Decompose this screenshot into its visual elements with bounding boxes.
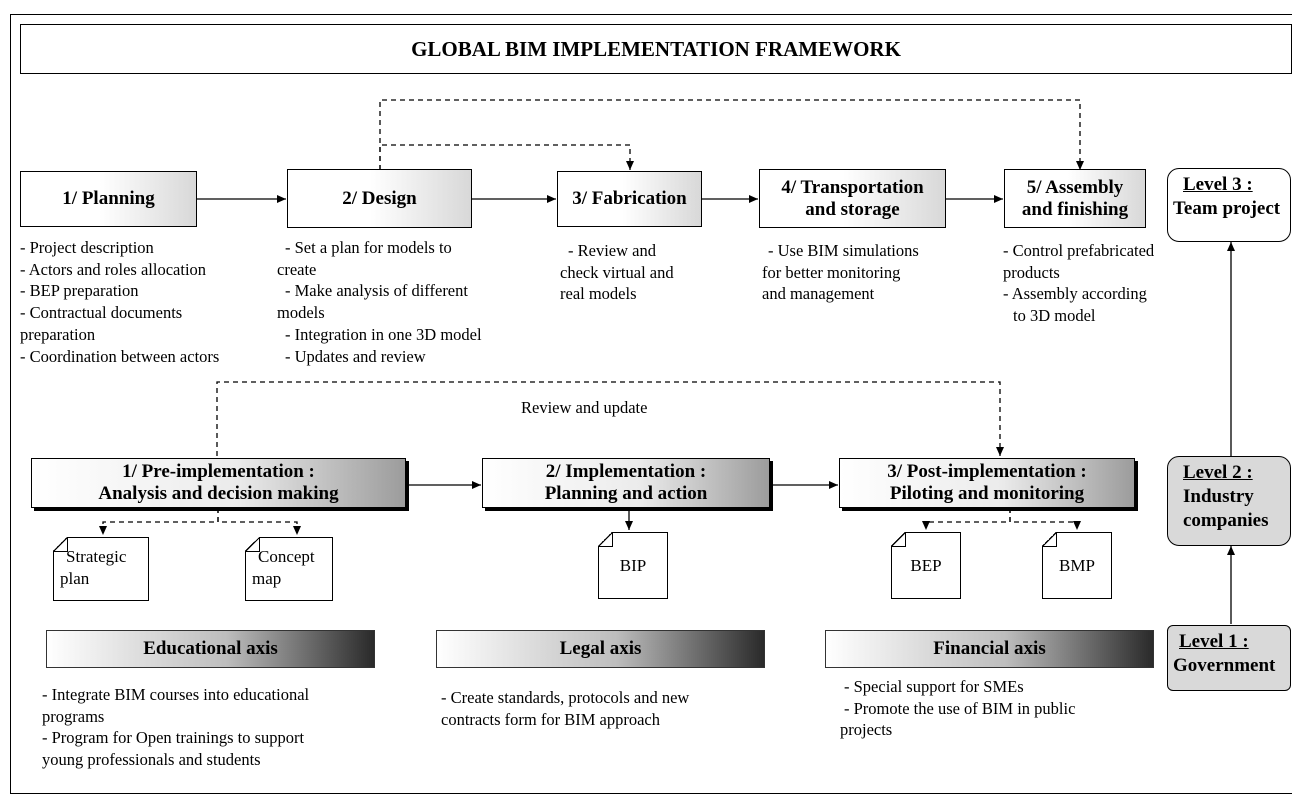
doc-bep-label: BEP	[910, 555, 942, 575]
doc-bep: BEP	[890, 531, 961, 599]
bullet-line: check virtual and	[560, 262, 674, 282]
phase-assembly-line1: 5/ Assembly	[1026, 176, 1124, 198]
level-3-label: Level 3 :	[1183, 174, 1253, 195]
bullet-line: - Coordination between actors	[20, 346, 220, 366]
bullet-line: projects	[840, 720, 893, 740]
fabrication-bullets: - Review and check virtual and real mode…	[560, 240, 674, 305]
level-1-desc: Government	[1173, 655, 1276, 676]
stage-pre-line2: Analysis and decision making	[98, 483, 339, 504]
bullet-line: - Program for Open trainings to support	[42, 728, 305, 748]
phase-assembly-line2: and finishing	[1021, 198, 1129, 220]
stage-impl-line1: 2/ Implementation :	[545, 461, 707, 482]
doc-strategic-plan: Strategic plan	[52, 536, 149, 601]
level-2-desc-line2: companies	[1183, 510, 1269, 531]
axis-educational: Educational axis	[46, 630, 375, 668]
bullet-line: - BEP preparation	[20, 281, 139, 301]
level-3-box: Level 3 : Team project	[1167, 168, 1291, 242]
stage-post-line1: 3/ Post-implementation :	[887, 461, 1087, 482]
bullet-line: - Make analysis of different	[285, 281, 468, 301]
bullet-line: real models	[560, 284, 637, 304]
bullet-line: and management	[762, 284, 875, 304]
doc-bip: BIP	[597, 531, 668, 599]
doc-strategic-line2: plan	[60, 569, 90, 588]
bullet-line: programs	[42, 706, 105, 726]
level-1-box: Level 1 : Government	[1167, 625, 1291, 691]
bullet-line: - Set a plan for models to	[285, 238, 452, 257]
level-2-desc-line1: Industry	[1183, 486, 1254, 507]
level-3-desc: Team project	[1173, 198, 1281, 219]
bullet-line: - Project description	[20, 238, 154, 257]
bullet-line: - Contractual documents	[20, 303, 183, 323]
level-2-label: Level 2 :	[1183, 462, 1253, 483]
bullet-line: models	[277, 303, 325, 323]
phase-fabrication: 3/ Fabrication	[557, 171, 702, 227]
bullet-line: - Control prefabricated	[1003, 241, 1155, 260]
axis-financial: Financial axis	[825, 630, 1154, 668]
bullet-line: create	[277, 259, 317, 279]
stage-post-line2: Piloting and monitoring	[889, 483, 1085, 504]
planning-bullets: - Project description - Actors and roles…	[20, 237, 219, 367]
bullet-line: - Use BIM simulations	[768, 241, 919, 260]
transportation-bullets: - Use BIM simulations for better monitor…	[762, 240, 919, 305]
bullet-line: - Review and	[568, 241, 656, 260]
axis-legal: Legal axis	[436, 630, 765, 668]
bullet-line: for better monitoring	[762, 262, 901, 282]
bullet-line: - Integration in one 3D model	[285, 324, 482, 344]
diagram-frame	[10, 14, 1292, 794]
phase-design: 2/ Design	[287, 169, 472, 228]
bullet-line: - Integrate BIM courses into educational	[42, 685, 310, 704]
legal-bullets: - Create standards, protocols and new co…	[441, 687, 689, 730]
diagram-title: GLOBAL BIM IMPLEMENTATION FRAMEWORK	[20, 24, 1292, 74]
bullet-line: - Actors and roles allocation	[20, 259, 207, 279]
phase-transportation-line2: and storage	[805, 198, 900, 220]
phase-assembly: 5/ Assembly and finishing	[1004, 169, 1146, 228]
doc-concept-map: Concept map	[244, 536, 333, 601]
stage-impl-line2: Planning and action	[544, 483, 708, 504]
design-bullets: - Set a plan for models to create - Make…	[277, 237, 482, 367]
phase-transportation: 4/ Transportation and storage	[759, 169, 946, 228]
doc-concept-line1: Concept	[258, 547, 315, 566]
doc-bmp: BMP	[1041, 531, 1112, 599]
bullet-line: products	[1003, 262, 1060, 282]
assembly-bullets: - Control prefabricated products - Assem…	[1003, 240, 1154, 327]
financial-bullets: - Special support for SMEs - Promote the…	[840, 676, 1075, 741]
doc-strategic-line1: Strategic	[66, 547, 127, 566]
stage-post-implementation: 3/ Post-implementation : Piloting and mo…	[839, 458, 1135, 508]
doc-concept-line2: map	[252, 569, 282, 588]
phase-planning-label: 1/ Planning	[62, 188, 155, 209]
axis-educational-label: Educational axis	[143, 638, 278, 659]
doc-bip-label: BIP	[619, 555, 647, 575]
axis-financial-label: Financial axis	[933, 638, 1046, 659]
phase-fabrication-label: 3/ Fabrication	[572, 188, 687, 209]
bullet-line: - Updates and review	[285, 346, 426, 366]
educational-bullets: - Integrate BIM courses into educational…	[42, 684, 309, 771]
phase-planning: 1/ Planning	[20, 171, 197, 227]
level-2-box: Level 2 : Industry companies	[1167, 456, 1291, 546]
bullet-line: - Assembly according	[1003, 284, 1147, 304]
bullet-line: - Promote the use of BIM in public	[844, 698, 1076, 718]
bullet-line: - Special support for SMEs	[844, 677, 1024, 696]
doc-bmp-label: BMP	[1059, 555, 1095, 575]
phase-transportation-line1: 4/ Transportation	[781, 176, 924, 198]
stage-pre-line1: 1/ Pre-implementation :	[122, 461, 315, 482]
axis-legal-label: Legal axis	[559, 638, 642, 659]
level-1-label: Level 1 :	[1179, 631, 1249, 652]
phase-design-label: 2/ Design	[342, 187, 417, 209]
stage-pre-implementation: 1/ Pre-implementation : Analysis and dec…	[31, 458, 406, 508]
review-update-label: Review and update	[521, 398, 648, 417]
bullet-line: young professionals and students	[42, 750, 261, 770]
stage-implementation: 2/ Implementation : Planning and action	[482, 458, 770, 508]
bullet-line: - Create standards, protocols and new	[441, 688, 690, 707]
bullet-line: to 3D model	[1013, 306, 1096, 326]
bullet-line: preparation	[20, 324, 96, 344]
bullet-line: contracts form for BIM approach	[441, 709, 661, 729]
